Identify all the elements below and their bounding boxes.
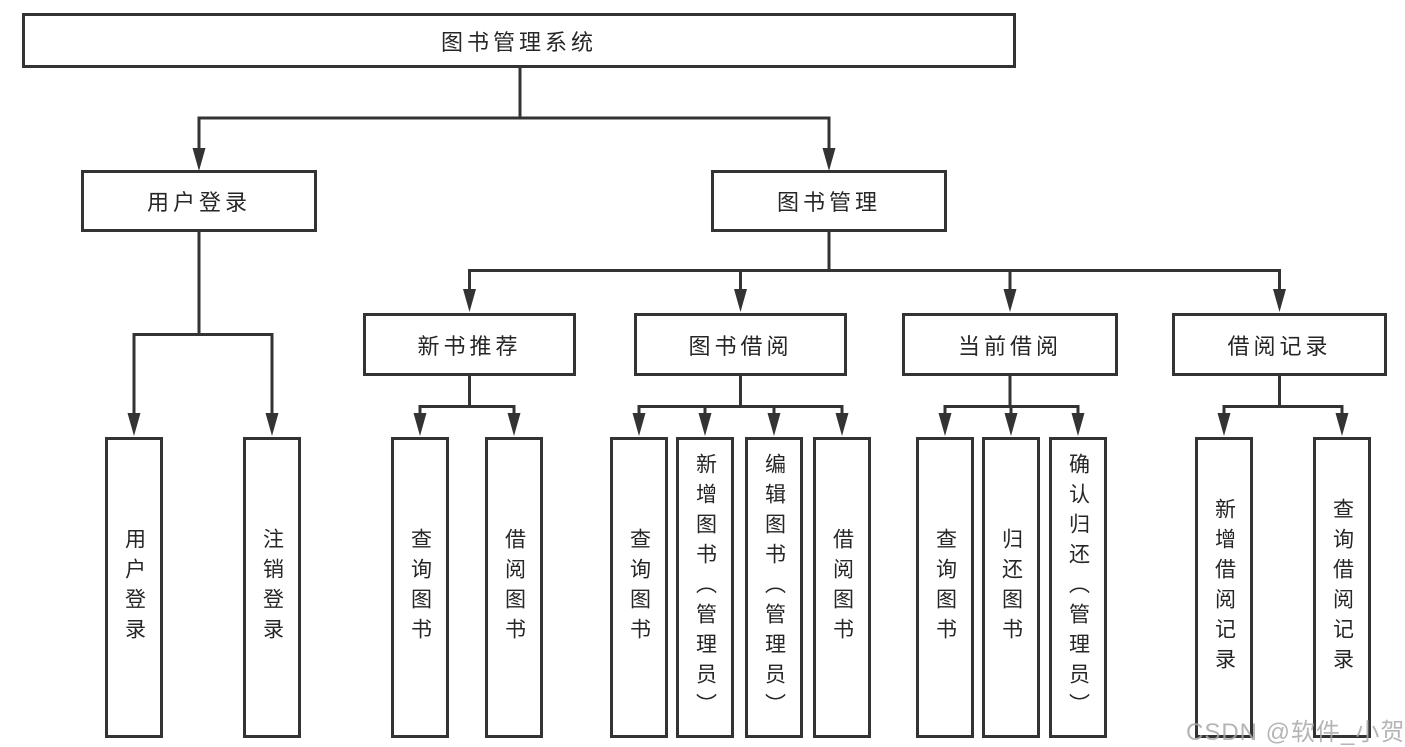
wire-root-level2 [197, 68, 831, 152]
node-label: 归还图书 [999, 527, 1023, 648]
node-label: 借阅图书 [830, 527, 854, 648]
node-leaf-add-book-admin: 新增图书（管理员） [676, 437, 734, 738]
node-label: 新增借阅记录 [1212, 497, 1236, 678]
wire-borrowrecord-leaves [1222, 376, 1344, 418]
arrowheads [127, 148, 1349, 436]
node-label: 借阅图书 [502, 527, 526, 648]
node-leaf-borrow-book-1: 借阅图书 [485, 437, 543, 738]
node-book-management: 图书管理 [711, 170, 947, 232]
node-library-system: 图书管理系统 [22, 13, 1016, 68]
node-label: 编辑图书（管理员） [762, 452, 786, 723]
csdn-watermark: CSDN @软件_小贺同学 [1186, 719, 1405, 746]
node-book-borrow: 图书借阅 [634, 313, 847, 376]
node-label: 图书管理系统 [440, 29, 597, 55]
node-leaf-confirm-return-admin: 确认归还（管理员） [1049, 437, 1107, 738]
node-user-login: 用户登录 [81, 170, 317, 232]
wire-userlogin-leaves [132, 232, 274, 418]
node-leaf-edit-book-admin: 编辑图书（管理员） [745, 437, 803, 738]
node-leaf-logout-login: 注销登录 [243, 437, 301, 738]
node-current-borrow: 当前借阅 [902, 313, 1118, 376]
node-label: 查询图书 [408, 527, 432, 648]
node-leaf-borrow-book-2: 借阅图书 [813, 437, 871, 738]
wire-newbook-leaves [418, 376, 516, 418]
node-borrow-record: 借阅记录 [1172, 313, 1387, 376]
node-label: 注销登录 [260, 527, 284, 648]
node-label: 新书推荐 [417, 333, 522, 359]
node-label: 当前借阅 [957, 333, 1062, 359]
node-label: 查询图书 [627, 527, 651, 648]
wire-currentborrow-leaves [943, 376, 1080, 418]
wire-bookmgmt-level3 [468, 232, 1281, 294]
wire-bookborrow-leaves [637, 376, 844, 418]
node-label: 图书管理 [776, 190, 881, 215]
node-label: 借阅记录 [1227, 333, 1332, 359]
node-label: 确认归还（管理员） [1066, 452, 1090, 723]
node-leaf-query-book-1: 查询图书 [391, 437, 449, 738]
node-label: 图书借阅 [688, 333, 793, 359]
node-leaf-query-borrow-record: 查询借阅记录 [1313, 437, 1371, 738]
node-leaf-query-book-3: 查询图书 [916, 437, 974, 738]
node-leaf-return-book: 归还图书 [982, 437, 1040, 738]
node-leaf-user-login: 用户登录 [105, 437, 163, 738]
node-label: 查询借阅记录 [1330, 497, 1354, 678]
node-leaf-add-borrow-record: 新增借阅记录 [1195, 437, 1253, 738]
node-new-book-recommend: 新书推荐 [363, 313, 576, 376]
node-label: 用户登录 [146, 190, 251, 215]
node-label: 用户登录 [122, 527, 146, 648]
node-label: 新增图书（管理员） [693, 452, 717, 723]
node-leaf-query-book-2: 查询图书 [610, 437, 668, 738]
node-label: 查询图书 [933, 527, 957, 648]
